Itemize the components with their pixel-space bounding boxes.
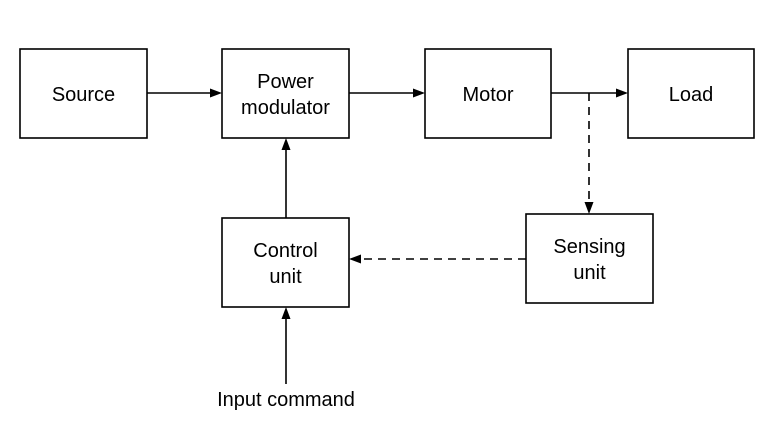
- block-control-unit: Control unit: [221, 217, 350, 308]
- block-load-label: Load: [669, 84, 714, 106]
- block-power-modulator-label-line2: modulator: [241, 97, 330, 119]
- block-motor: Motor: [424, 48, 552, 139]
- arrowhead: [413, 88, 425, 98]
- block-motor-label: Motor: [462, 84, 513, 106]
- block-source: Source: [19, 48, 148, 139]
- edge-control-unit-to-power-modulator: [281, 138, 291, 218]
- edge-power-modulator-to-motor: [349, 88, 425, 98]
- arrowhead: [281, 307, 291, 319]
- edge-motor-to-load: [551, 88, 628, 98]
- block-sensing-unit-label-line2: unit: [573, 262, 606, 284]
- arrowhead: [584, 202, 594, 214]
- edge-motor-to-sensing-unit: [584, 93, 594, 214]
- block-load: Load: [627, 48, 755, 139]
- block-control-unit-label-line1: Control: [253, 240, 317, 262]
- edge-input-command-to-control-unit: [281, 307, 291, 384]
- block-sensing-unit: Sensing unit: [525, 213, 654, 304]
- edge-source-to-power-modulator: [147, 88, 222, 98]
- input-command-label: Input command: [217, 389, 355, 411]
- block-power-modulator: Power modulator: [221, 48, 350, 139]
- block-sensing-unit-label-line1: Sensing: [553, 236, 625, 258]
- arrowhead: [210, 88, 222, 98]
- arrowhead: [349, 254, 361, 264]
- block-control-unit-label-line2: unit: [269, 266, 302, 288]
- arrowhead: [616, 88, 628, 98]
- edge-sensing-unit-to-control-unit: [349, 254, 526, 264]
- arrowhead: [281, 138, 291, 150]
- block-power-modulator-label-line1: Power: [257, 71, 314, 93]
- block-source-label: Source: [52, 84, 115, 106]
